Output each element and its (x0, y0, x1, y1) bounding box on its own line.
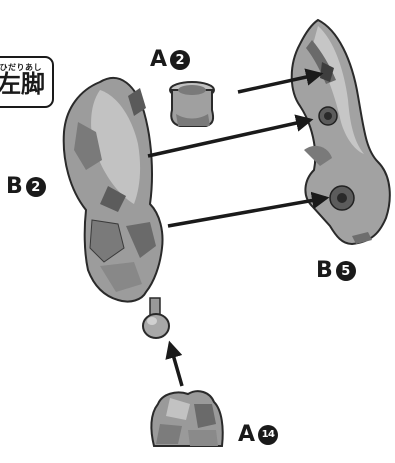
label-a2-number: 2 (170, 50, 190, 70)
part-b5-leg-shell (292, 20, 390, 244)
part-a14-foot (151, 391, 222, 446)
label-b5-number: 5 (336, 261, 356, 281)
part-b2-leg (64, 78, 163, 302)
arrow-b2-lower-to-b5 (168, 198, 326, 226)
part-b2-ball-joint (143, 298, 169, 338)
left-leg-tag: ひだりあし 左脚 (0, 56, 54, 108)
label-a2: A 2 (150, 49, 190, 71)
label-a14: A 14 (238, 424, 278, 446)
label-b5: B 5 (316, 260, 356, 282)
label-b2-letter: B (6, 176, 23, 198)
label-a14-number: 14 (258, 425, 278, 445)
label-b2-number: 2 (26, 177, 46, 197)
part-a2-cylinder (170, 82, 214, 126)
arrow-a14-to-ball (170, 344, 182, 386)
left-leg-text: 左脚 (0, 72, 45, 96)
label-b2: B 2 (6, 176, 46, 198)
label-b5-letter: B (316, 260, 333, 282)
label-a14-letter: A (238, 424, 255, 446)
arrow-b2-upper-to-b5 (148, 120, 310, 156)
label-a2-letter: A (150, 49, 167, 71)
